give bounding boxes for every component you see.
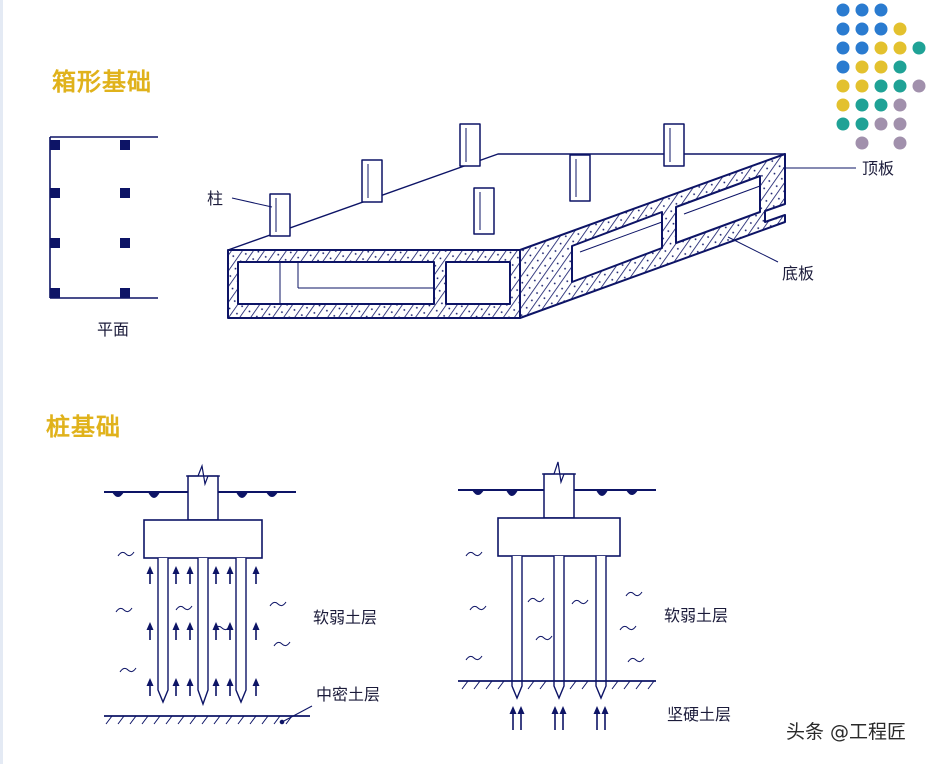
friction-arrow-head — [226, 622, 234, 630]
box-leader-lines — [231, 167, 856, 263]
friction-arrows — [146, 566, 260, 696]
decorative-dot — [893, 98, 907, 112]
left-dense-layer-label: 中密土层 — [316, 685, 381, 704]
pile-foundation-title: 桩基础 — [46, 413, 121, 441]
decorative-dot — [893, 79, 907, 93]
bottom-slab-label: 底板 — [782, 264, 815, 283]
decorative-dot — [874, 3, 888, 17]
decorative-dot — [855, 41, 869, 55]
bearing-arrow-head — [601, 706, 609, 714]
friction-arrow-head — [212, 566, 220, 574]
decorative-dot — [874, 98, 888, 112]
decorative-dot — [874, 117, 888, 131]
top-slab-label: 顶板 — [862, 159, 895, 178]
decorative-dot — [836, 117, 850, 131]
decorative-dot — [874, 22, 888, 36]
decorative-dot — [874, 79, 888, 93]
bearing-arrows — [509, 706, 609, 730]
decorative-dot — [836, 79, 850, 93]
friction-arrow-head — [252, 678, 260, 686]
box-foundation-title: 箱形基础 — [52, 68, 152, 96]
decorative-dot — [855, 22, 869, 36]
decorative-dot — [893, 22, 907, 36]
decorative-dot — [855, 60, 869, 74]
decorative-dot — [893, 136, 907, 150]
friction-arrow-head — [172, 622, 180, 630]
watermark: 头条 @工程匠 — [785, 721, 906, 743]
decorative-dot — [912, 41, 926, 55]
decorative-dot — [874, 41, 888, 55]
plan-view — [49, 136, 158, 299]
decorative-dot — [836, 3, 850, 17]
friction-arrow-head — [226, 566, 234, 574]
end-bearing-pile-figure — [458, 461, 656, 700]
left-soft-layer-label: 软弱土层 — [313, 608, 378, 627]
decorative-dot — [836, 98, 850, 112]
decorative-dot — [855, 3, 869, 17]
right-soft-layer-label: 软弱土层 — [664, 606, 729, 625]
bearing-arrow-head — [517, 706, 525, 714]
bearing-arrow-head — [509, 706, 517, 714]
friction-arrow-head — [252, 566, 260, 574]
plan-label: 平面 — [97, 320, 130, 339]
friction-arrow-head — [186, 622, 194, 630]
decorative-dot — [855, 98, 869, 112]
friction-arrow-head — [186, 678, 194, 686]
decorative-dot — [836, 22, 850, 36]
friction-arrow-head — [186, 566, 194, 574]
decorative-dot — [912, 79, 926, 93]
friction-arrow-head — [146, 566, 154, 574]
decorative-dot — [893, 60, 907, 74]
page-edge — [0, 0, 3, 764]
decorative-dot — [893, 117, 907, 131]
bearing-arrow-head — [559, 706, 567, 714]
friction-arrow-head — [172, 678, 180, 686]
decorative-dot — [893, 41, 907, 55]
column-label: 柱 — [207, 189, 224, 208]
bearing-arrow-head — [593, 706, 601, 714]
decorative-dot — [855, 117, 869, 131]
bearing-arrow-head — [551, 706, 559, 714]
friction-arrow-head — [172, 566, 180, 574]
box-foundation-3d — [227, 123, 786, 319]
friction-arrow-head — [212, 622, 220, 630]
decorative-dot — [874, 60, 888, 74]
decorative-dot — [855, 136, 869, 150]
friction-pile-figure — [104, 463, 313, 725]
decorative-dot — [836, 41, 850, 55]
decorative-dot — [855, 79, 869, 93]
friction-arrow-head — [252, 622, 260, 630]
right-hard-layer-label: 坚硬土层 — [667, 705, 732, 724]
friction-arrow-head — [212, 678, 220, 686]
friction-arrow-head — [146, 622, 154, 630]
friction-arrow-head — [146, 678, 154, 686]
decorative-dot — [836, 60, 850, 74]
friction-arrow-head — [226, 678, 234, 686]
